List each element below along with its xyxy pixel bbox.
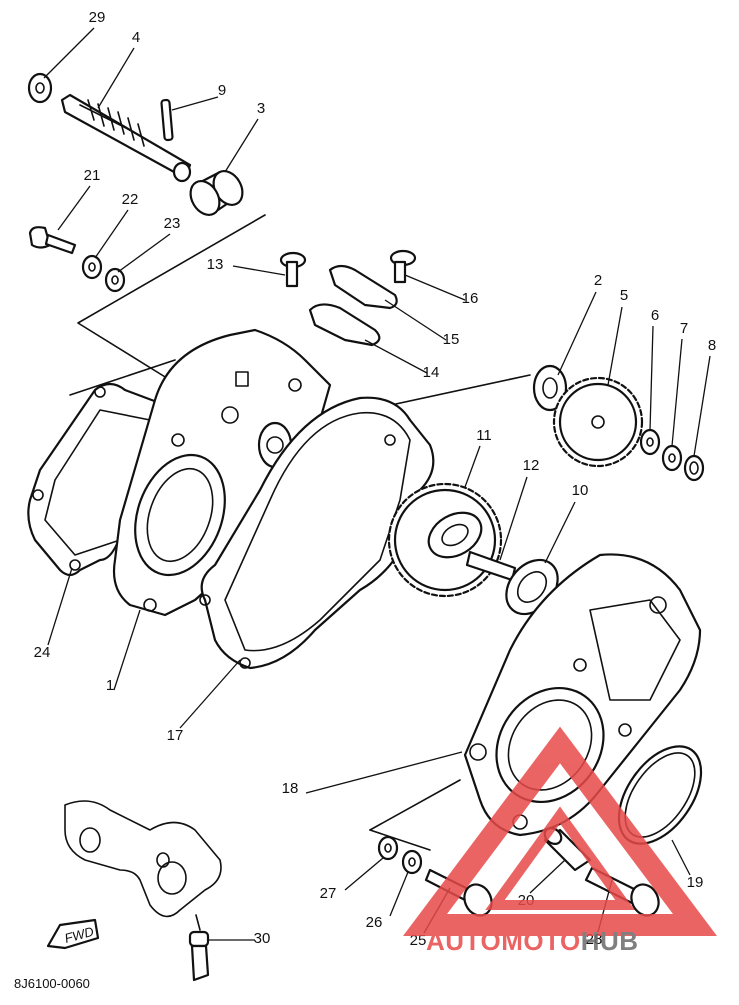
washer-23	[104, 267, 126, 293]
callout-10: 10	[572, 482, 589, 499]
collar-3	[189, 170, 244, 216]
watermark-text-hub: HUB	[581, 926, 639, 956]
watermark-inner-triangle-icon	[485, 806, 635, 910]
washer-6	[639, 428, 661, 456]
callout-11: 11	[476, 427, 492, 444]
callout-5: 5	[620, 287, 628, 304]
callout-12: 12	[523, 457, 540, 474]
watermark-text: AUTOMOTOHUB	[426, 926, 639, 956]
callout-6: 6	[651, 307, 659, 324]
washer-29	[27, 72, 53, 104]
reference-code: 8J6100-0060	[14, 976, 90, 991]
callout-13: 13	[207, 256, 224, 273]
callout-9: 9	[218, 82, 226, 99]
screw-13	[279, 251, 307, 288]
watermark-logo: AUTOMOTOHUB	[403, 726, 717, 956]
screw-16	[389, 249, 417, 284]
washer-7	[661, 444, 683, 472]
callout-8: 8	[708, 337, 716, 354]
callout-21: 21	[84, 167, 101, 184]
housing-1	[112, 328, 332, 617]
gasket-17	[199, 396, 435, 670]
callout-25: 25	[410, 932, 427, 949]
bolt-21	[28, 226, 77, 255]
callout-15: 15	[443, 331, 460, 348]
watermark-text-moto: MOTO	[501, 926, 581, 956]
clip-8	[683, 454, 705, 482]
callout-14: 14	[423, 364, 440, 381]
hose-30	[188, 914, 210, 982]
callout-17: 17	[167, 727, 184, 744]
fwd-label: FWD	[63, 924, 95, 946]
callout-30: 30	[254, 930, 271, 947]
callout-3: 3	[257, 100, 265, 117]
washer-26	[401, 849, 423, 875]
callout-4: 4	[132, 29, 140, 46]
callout-16: 16	[462, 290, 479, 307]
callout-18: 18	[282, 780, 299, 797]
callout-2: 2	[594, 272, 602, 289]
callout-labels: 2949321222313161514256781112102411718192…	[34, 9, 717, 949]
gear-11	[387, 482, 503, 598]
watermark-triangle-icon	[403, 726, 717, 936]
callout-19: 19	[687, 874, 704, 891]
watermark-text-auto: AUTO	[426, 926, 501, 956]
callout-29: 29	[89, 9, 106, 26]
pin-9	[160, 98, 174, 142]
plate-15	[328, 264, 398, 310]
fwd-arrow-icon: FWD	[46, 918, 100, 950]
inset-bracket	[64, 800, 222, 918]
callout-22: 22	[122, 191, 139, 208]
callout-27: 27	[320, 885, 337, 902]
washer-27	[377, 835, 399, 861]
callout-26: 26	[366, 914, 383, 931]
shaft-4	[60, 93, 192, 183]
callout-7: 7	[680, 320, 688, 337]
callout-24: 24	[34, 644, 51, 661]
callout-23: 23	[164, 215, 181, 232]
plate-14	[308, 303, 381, 347]
washer-22	[81, 254, 103, 280]
gear-5	[552, 376, 644, 468]
bearing-2	[532, 364, 568, 412]
callout-1: 1	[106, 677, 114, 694]
